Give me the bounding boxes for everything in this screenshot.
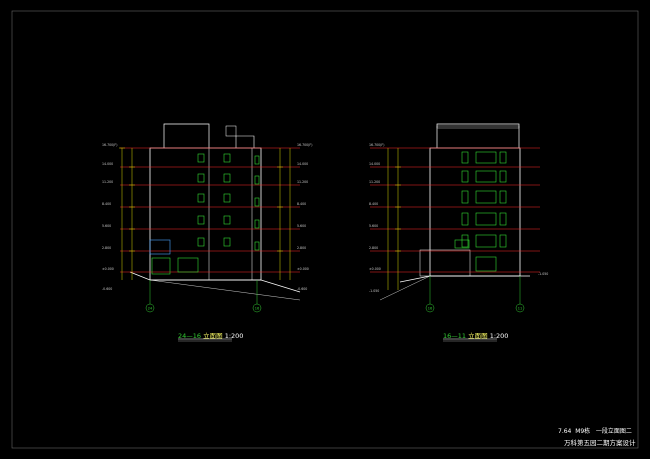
level-label: 8.400 xyxy=(297,202,306,206)
axis-bubble-label: 24 xyxy=(148,307,153,311)
sheet-name: 一段立面图二 xyxy=(595,428,632,435)
title-block-line-2: 万科第五园二期方案设计 xyxy=(564,437,636,447)
level-label: ±0.000 xyxy=(369,267,381,271)
level-label: 2.800 xyxy=(369,246,378,250)
axis-bubble-label: 16 xyxy=(255,307,259,311)
level-label: 8.400 xyxy=(369,202,378,206)
caption-title: 立面图 xyxy=(203,332,223,340)
axis-bubble-label: 11 xyxy=(518,307,522,311)
level-label: 5.600 xyxy=(369,224,378,228)
caption-title: 立面图 xyxy=(468,332,488,340)
elevation-caption-left: 24—16 立面图 1:200 xyxy=(178,330,243,340)
level-label: 11.200 xyxy=(369,180,380,184)
level-label: 11.200 xyxy=(297,180,308,184)
project-name: 万科第五园二期方案设计 xyxy=(564,439,636,447)
level-label: 11.200 xyxy=(102,180,113,184)
level-label: -0.600 xyxy=(297,287,307,291)
elevation-left: 16.700(F) 14.000 11.200 8.400 5.600 2.80… xyxy=(102,123,312,313)
level-label: 8.400 xyxy=(102,202,111,206)
level-label: -1.050 xyxy=(369,289,379,293)
caption-scale: 1:200 xyxy=(224,332,244,340)
caption-axes: 16—11 xyxy=(443,332,467,340)
level-label: 14.000 xyxy=(369,162,380,166)
level-label: 2.800 xyxy=(297,246,306,250)
axis-bubble-label: 16 xyxy=(428,307,432,311)
level-label: ±0.000 xyxy=(297,267,309,271)
caption-scale: 1:200 xyxy=(489,332,509,340)
level-label: 2.800 xyxy=(102,246,111,250)
building-name: M9栋 xyxy=(575,428,591,435)
level-label: -0.600 xyxy=(102,287,112,291)
elevation-caption-right: 16—11 立面图 1:200 xyxy=(443,330,508,340)
level-label: 16.700(F) xyxy=(102,143,117,147)
level-label: ±0.000 xyxy=(102,267,114,271)
level-label: 5.600 xyxy=(102,224,111,228)
level-label: 16.700(F) xyxy=(369,143,384,147)
title-block-line-1: 7.64 M9栋 一段立面图二 xyxy=(558,426,632,435)
elevation-right: 16.700(F) 14.000 11.200 8.400 5.600 2.80… xyxy=(369,123,548,313)
sheet-border xyxy=(11,10,639,449)
level-label: 16.700(F) xyxy=(297,143,312,147)
level-label: 14.000 xyxy=(102,162,113,166)
sheet-code: 7.64 xyxy=(558,428,572,435)
level-label: -1.050 xyxy=(538,272,548,276)
level-label: 5.600 xyxy=(297,224,306,228)
level-label: 14.000 xyxy=(297,162,308,166)
caption-axes: 24—16 xyxy=(178,332,202,340)
